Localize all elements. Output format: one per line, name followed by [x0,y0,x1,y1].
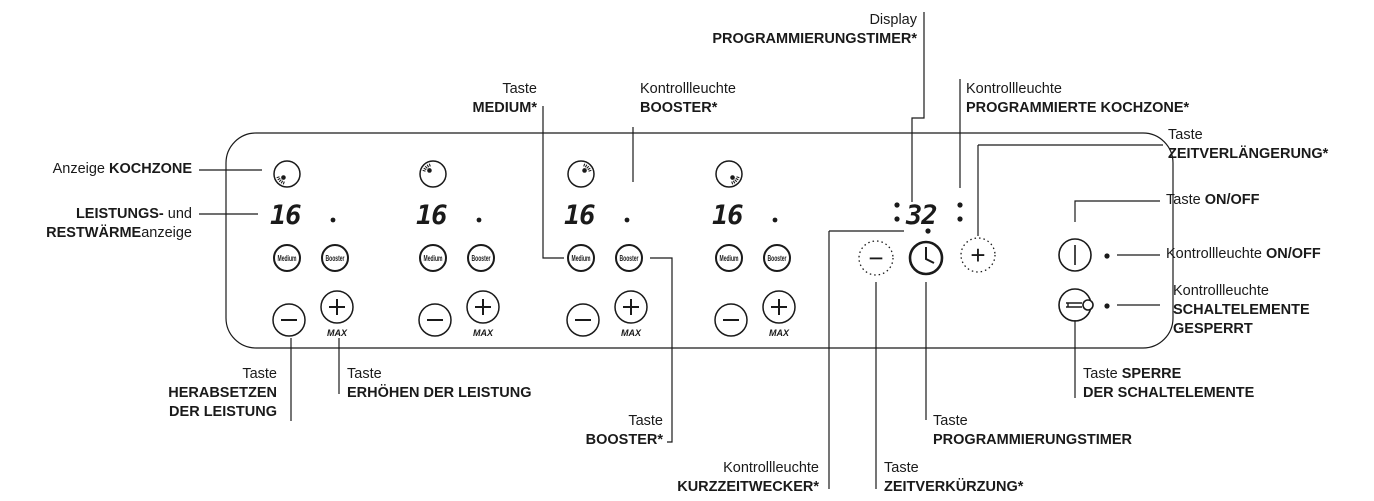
increase-power-button[interactable]: MAX [614,290,648,338]
max-label: MAX [621,328,642,338]
indicator-light-controls-locked [1104,303,1110,309]
panel-outline [225,132,1174,349]
decrease-power-button[interactable] [566,303,600,337]
label-taste-erhoehen: Taste ERHÖHEN DER LEISTUNG [347,366,532,401]
indicator-light-programmed-zone-top [957,202,963,208]
booster-button-label: Booster [620,254,639,263]
clock-icon [908,240,944,276]
timer-colon-left-top [894,202,900,208]
booster-button[interactable]: Booster [615,244,643,272]
label-anzeige-kochzone: Anzeige KOCHZONE [52,161,192,177]
power-level-display: 16 [712,200,743,231]
key-icon [1066,302,1082,308]
timer-colon-left-bottom [894,216,900,222]
zone-indicator-icon [419,160,447,188]
time-decrease-button[interactable]: − [858,240,894,276]
label-kontrollleuchte-on-off: Kontrollleuchte ON/OFF [1166,246,1321,262]
label-taste-zeitverkuerzung: Taste ZEITVERKÜRZUNG* [884,460,1024,495]
timer-display: 32 [905,200,937,231]
increase-power-button[interactable]: MAX [466,290,500,338]
plus-icon: + [970,240,985,270]
time-increase-button[interactable]: + [960,237,996,273]
power-level-display: 16 [416,200,447,231]
programming-timer-button[interactable] [908,240,944,276]
decrease-power-button[interactable] [418,303,452,337]
indicator-light-on-off [1104,253,1110,259]
medium-button[interactable]: Medium [567,244,595,272]
booster-indicator-light [330,217,336,223]
label-leistungs-restwaerme: LEISTUNGS- und RESTWÄRMEanzeige [46,206,192,241]
indicator-light-short-timer [925,228,931,234]
decrease-power-button[interactable] [272,303,306,337]
label-kontrollleuchte-booster: Kontrollleuchte BOOSTER* [640,81,736,116]
booster-indicator-light [476,217,482,223]
label-taste-programmierungstimer: Taste PROGRAMMIERUNGSTIMER [933,413,1132,448]
medium-button-label: Medium [572,254,591,263]
booster-button[interactable]: Booster [321,244,349,272]
label-kontrollleuchte-schaltelemente-gesperrt: Kontrollleuchte SCHALTELEMENTE GESPERRT [1173,283,1310,337]
control-lock-button[interactable] [1058,288,1094,322]
zone-indicator-icon [567,160,595,188]
label-display-programmierungstimer: Display PROGRAMMIERUNGSTIMER* [712,12,917,47]
medium-button[interactable]: Medium [419,244,447,272]
indicator-light-programmed-zone-bottom [957,216,963,222]
medium-button-label: Medium [424,254,443,263]
leader-lines [199,12,1163,489]
increase-power-button[interactable]: MAX [320,290,354,338]
booster-indicator-light [624,217,630,223]
medium-button[interactable]: Medium [715,244,743,272]
booster-button-label: Booster [768,254,787,263]
max-label: MAX [327,328,348,338]
max-label: MAX [473,328,494,338]
label-taste-medium: Taste MEDIUM* [472,81,537,116]
booster-button[interactable]: Booster [467,244,495,272]
power-level-display: 16 [270,200,301,231]
booster-indicator-light [772,217,778,223]
decrease-power-button[interactable] [714,303,748,337]
increase-power-button[interactable]: MAX [762,290,796,338]
label-taste-sperre: Taste SPERRE DER SCHALTELEMENTE [1083,366,1255,401]
label-taste-herabsetzen: Taste HERABSETZEN DER LEISTUNG [168,366,277,420]
power-level-display: 16 [564,200,595,231]
medium-button-label: Medium [278,254,297,263]
label-kontrollleuchte-kurzzeitwecker: Kontrollleuchte KURZZEITWECKER* [677,460,819,495]
on-off-button[interactable] [1058,238,1092,272]
booster-button-label: Booster [472,254,491,263]
booster-button-label: Booster [326,254,345,263]
label-taste-booster: Taste BOOSTER* [585,413,663,448]
minus-icon: − [868,243,883,273]
zone-indicator-icon [273,160,301,188]
booster-button[interactable]: Booster [763,244,791,272]
label-kontrollleuchte-programmierte-kochzone: Kontrollleuchte PROGRAMMIERTE KOCHZONE* [966,81,1190,116]
label-taste-zeitverlaengerung: Taste ZEITVERLÄNGERUNG* [1168,127,1329,162]
medium-button-label: Medium [720,254,739,263]
max-label: MAX [769,328,790,338]
label-taste-on-off: Taste ON/OFF [1166,192,1260,208]
zone-indicator-icon [715,160,743,188]
medium-button[interactable]: Medium [273,244,301,272]
timer-section: 32 − + [858,200,996,276]
